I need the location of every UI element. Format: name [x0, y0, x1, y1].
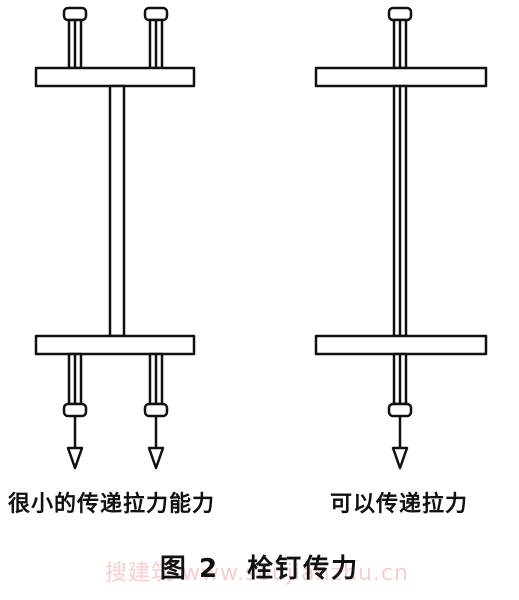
- left-bottom-nut-2: [143, 402, 169, 418]
- right-top-bolt-head: [387, 6, 413, 22]
- left-bottom-nut-1: [62, 402, 88, 418]
- right-caption: 可以传递拉力: [330, 492, 469, 517]
- left-assembly: [34, 6, 196, 448]
- left-arrow-head-1: [66, 446, 84, 470]
- right-bottom-nut: [387, 402, 413, 418]
- watermark: 搜建筑 www.soujianzhu.cn: [105, 561, 409, 586]
- right-arrow-head: [391, 446, 409, 470]
- figure-title: 图 2 栓钉传力: [159, 554, 360, 584]
- bolt-diagram: [34, 6, 488, 470]
- left-caption: 很小的传递拉力能力: [8, 492, 216, 517]
- left-bottom-plate: [34, 334, 196, 356]
- right-assembly: [314, 6, 488, 448]
- left-arrow-head-2: [147, 446, 165, 470]
- left-top-bolt-head-2: [143, 6, 169, 22]
- left-top-bolt-head-1: [62, 6, 88, 22]
- right-bottom-plate: [314, 334, 488, 356]
- left-center-shaft: [108, 84, 126, 338]
- left-top-plate: [34, 66, 196, 88]
- right-top-plate: [314, 66, 488, 88]
